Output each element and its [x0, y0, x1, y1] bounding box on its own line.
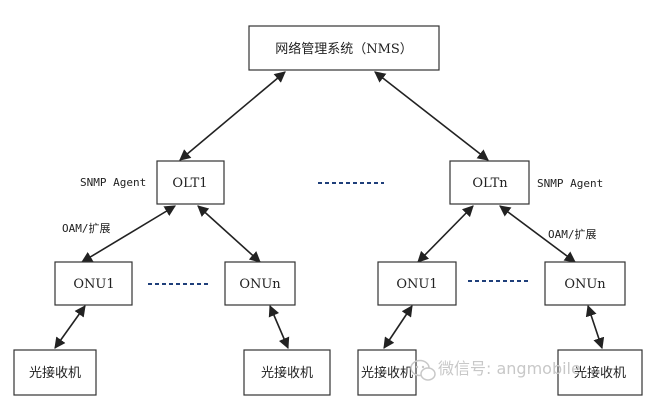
onu1-left-label: ONU1: [73, 277, 114, 292]
node-oltn: OLTn: [449, 160, 530, 205]
oam-right-label: OAM/扩展: [548, 227, 597, 241]
receiver-2-label: 光接收机: [261, 365, 313, 381]
node-onun-right: ONUn: [544, 261, 626, 306]
node-olt1: OLT1: [156, 160, 225, 205]
node-receiver-1: 光接收机: [13, 349, 97, 396]
onun-right-box: [544, 261, 626, 306]
edge-oltn-onun: [499, 205, 576, 263]
node-onu1-left: ONU1: [54, 261, 133, 306]
edge-olt1-onu1: [81, 205, 176, 263]
onun-left-label: ONUn: [239, 277, 281, 292]
edge-onunr-rx4: [585, 304, 605, 350]
edges: [54, 71, 605, 350]
node-nms: 网络管理系统（NMS）: [248, 25, 440, 71]
receiver-3-label: 光接收机: [361, 365, 413, 381]
node-receiver-4: 光接收机: [557, 349, 643, 396]
edge-onu1-rx1: [54, 305, 86, 349]
wechat-icon: [410, 359, 436, 381]
edge-nms-olt1: [179, 71, 286, 161]
receiver-4-box: [557, 349, 643, 396]
edge-onu1r-rx3: [383, 305, 413, 349]
edge-nms-oltn: [374, 71, 489, 161]
receiver-4-label: 光接收机: [574, 365, 626, 381]
onu1-right-box: [377, 261, 457, 306]
nms-label: 网络管理系统（NMS）: [275, 41, 413, 57]
node-receiver-3: 光接收机: [357, 349, 417, 396]
olt1-box: [156, 160, 225, 205]
node-onun-left: ONUn: [224, 261, 296, 306]
onu1-left-box: [54, 261, 133, 306]
onun-right-label: ONUn: [564, 277, 606, 292]
oltn-label: OLTn: [472, 176, 508, 191]
edge-onun-rx2: [268, 304, 290, 350]
olt1-label: OLT1: [172, 176, 207, 191]
onu1-right-label: ONU1: [396, 277, 437, 292]
receiver-2-box: [243, 349, 331, 396]
node-onu1-right: ONU1: [377, 261, 457, 306]
onun-left-box: [224, 261, 296, 306]
nms-box: [248, 25, 440, 71]
oltn-box: [449, 160, 530, 205]
receiver-3-box: [357, 349, 417, 396]
receiver-1-box: [13, 349, 97, 396]
edge-oltn-onu1: [417, 205, 474, 263]
snmp-agent-right-label: SNMP Agent: [537, 177, 603, 190]
watermark-text: 微信号: angmobile: [438, 359, 581, 378]
watermark: 微信号: angmobile: [410, 359, 581, 381]
ellipsis-dashes: [148, 182, 530, 285]
snmp-agent-left-label: SNMP Agent: [80, 176, 146, 189]
oam-left-label: OAM/扩展: [62, 221, 111, 235]
receiver-1-label: 光接收机: [29, 365, 81, 381]
edge-olt1-onun: [197, 205, 261, 263]
node-receiver-2: 光接收机: [243, 349, 331, 396]
